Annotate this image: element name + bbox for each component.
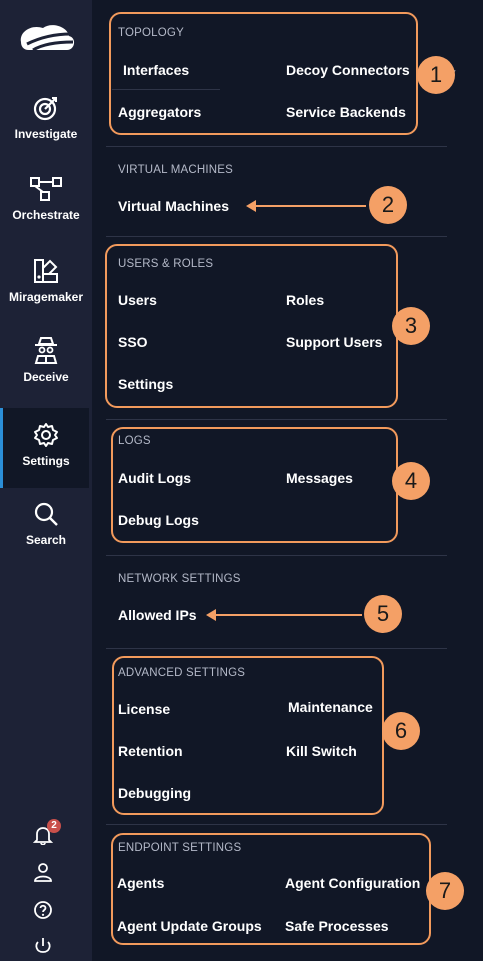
settings-menu-panel: TOPOLOGY Interfaces Decoy Connectors Agg…: [92, 0, 483, 961]
highlight-box-endpoint-settings: [111, 833, 431, 945]
nodes-icon: [30, 177, 62, 201]
menu-item-service-backends[interactable]: Service Backends: [286, 104, 406, 120]
gear-icon: [34, 423, 58, 447]
menu-item-debugging[interactable]: Debugging: [118, 785, 192, 801]
menu-item-user-settings[interactable]: Settings: [118, 376, 174, 392]
nav-label: Search: [25, 533, 67, 547]
menu-item-messages[interactable]: Messages: [286, 470, 353, 486]
divider: [106, 555, 447, 556]
nav-search[interactable]: Search: [0, 501, 92, 581]
menu-item-license[interactable]: License: [118, 701, 171, 717]
callout-number-4: 4: [392, 462, 430, 500]
callout-arrow-5: [206, 609, 362, 621]
menu-item-retention[interactable]: Retention: [118, 743, 183, 759]
notifications-button[interactable]: 2: [32, 819, 61, 847]
notification-badge: 2: [47, 819, 61, 833]
nav-label: Miragemaker: [8, 290, 84, 304]
menu-item-interfaces[interactable]: Interfaces: [123, 62, 190, 78]
nav-label: Orchestrate: [12, 208, 80, 222]
callout-number-7: 7: [426, 872, 464, 910]
profile-button[interactable]: [33, 862, 59, 884]
section-title-endpoint-settings: ENDPOINT SETTINGS: [118, 842, 242, 854]
menu-item-decoy-connectors[interactable]: Decoy Connectors: [286, 62, 410, 78]
section-title-network-settings: NETWORK SETTINGS: [118, 573, 241, 585]
section-title-topology: TOPOLOGY: [118, 27, 184, 39]
company-logo-icon: [20, 25, 75, 52]
help-icon: [34, 901, 52, 919]
divider: [106, 419, 447, 420]
help-button[interactable]: [33, 900, 59, 922]
section-title-advanced-settings: ADVANCED SETTINGS: [118, 667, 246, 679]
nav-label: Investigate: [14, 127, 78, 141]
menu-item-users[interactable]: Users: [118, 292, 157, 308]
divider: [112, 89, 220, 90]
nav-deceive[interactable]: Deceive: [0, 336, 92, 416]
nav-investigate[interactable]: Investigate: [0, 95, 92, 175]
divider: [106, 146, 447, 147]
menu-item-allowed-ips[interactable]: Allowed IPs: [118, 607, 197, 623]
section-title-users-roles: USERS & ROLES: [118, 258, 214, 270]
menu-item-agents[interactable]: Agents: [117, 875, 165, 891]
menu-item-sso[interactable]: SSO: [118, 334, 148, 350]
highlight-box-logs: [111, 427, 398, 543]
divider: [106, 824, 447, 825]
highlight-box-advanced-settings: [112, 656, 384, 815]
callout-arrow-2: [246, 200, 366, 212]
callout-number-1: 1: [417, 56, 455, 94]
nav-settings[interactable]: Settings: [0, 408, 89, 488]
menu-item-aggregators[interactable]: Aggregators: [118, 104, 202, 120]
section-title-logs: LOGS: [118, 435, 151, 447]
menu-item-virtual-machines[interactable]: Virtual Machines: [118, 198, 230, 214]
highlight-box-topology: [109, 12, 418, 135]
highlight-box-users-roles: [105, 244, 398, 408]
power-icon: [35, 938, 51, 953]
menu-item-audit-logs[interactable]: Audit Logs: [118, 470, 192, 486]
search-icon: [34, 502, 58, 526]
callout-number-5: 5: [364, 595, 402, 633]
spy-icon: [34, 337, 58, 364]
menu-item-roles[interactable]: Roles: [286, 292, 325, 308]
palette-icon: [34, 259, 58, 283]
menu-item-safe-processes[interactable]: Safe Processes: [285, 918, 389, 934]
menu-item-agent-configuration[interactable]: Agent Configuration: [285, 875, 421, 891]
user-icon: [34, 863, 52, 882]
callout-number-6: 6: [382, 712, 420, 750]
nav-miragemaker[interactable]: Miragemaker: [0, 258, 92, 338]
menu-item-support-users[interactable]: Support Users: [286, 334, 383, 350]
divider: [106, 236, 447, 237]
menu-item-kill-switch[interactable]: Kill Switch: [286, 743, 357, 759]
menu-item-debug-logs[interactable]: Debug Logs: [118, 512, 199, 528]
nav-orchestrate[interactable]: Orchestrate: [0, 176, 92, 256]
divider: [106, 648, 447, 649]
sidebar: Investigate Orchestrate Miragemaker: [0, 0, 92, 961]
logout-button[interactable]: [33, 936, 59, 958]
nav-label: Deceive: [23, 370, 69, 384]
callout-number-2: 2: [369, 186, 407, 224]
menu-item-maintenance[interactable]: Maintenance: [288, 699, 373, 715]
target-icon: [33, 97, 57, 121]
callout-number-3: 3: [392, 307, 430, 345]
section-title-virtual-machines: VIRTUAL MACHINES: [118, 164, 234, 176]
bell-icon: [32, 827, 54, 846]
menu-item-agent-update-groups[interactable]: Agent Update Groups: [117, 918, 262, 934]
nav-label: Settings: [22, 454, 70, 468]
